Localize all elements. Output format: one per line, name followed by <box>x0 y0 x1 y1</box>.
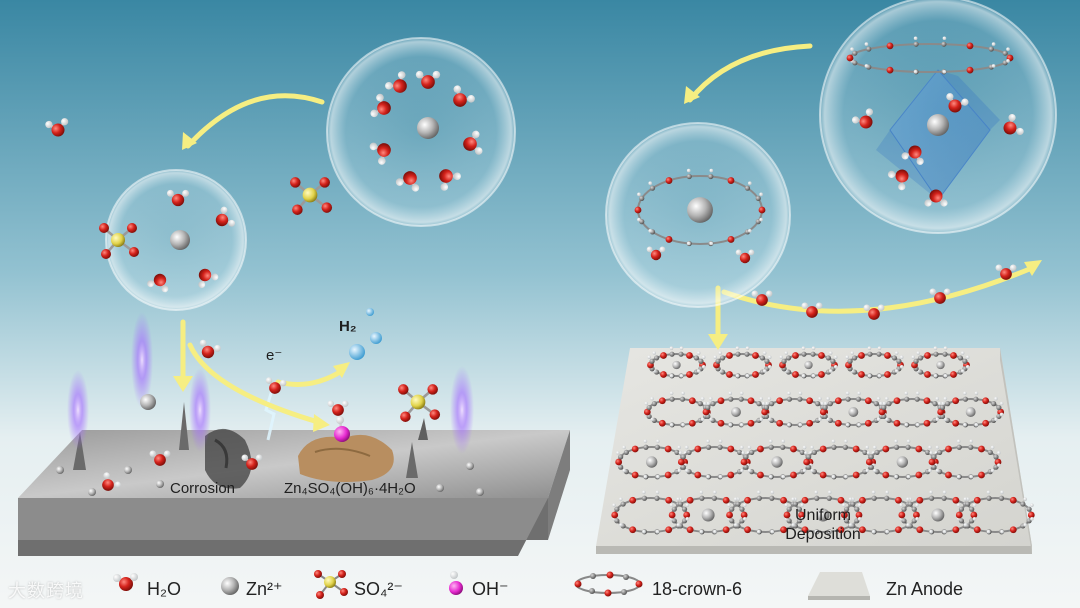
zinc-ion <box>417 117 439 139</box>
legend-label-oh: OH⁻ <box>472 579 509 600</box>
legend-label-so4: SO₄²⁻ <box>354 579 403 600</box>
water-molecule-icon <box>113 573 138 591</box>
legend-label-anode: Zn Anode <box>886 579 963 600</box>
uniform-deposition-label: Uniform Deposition <box>778 506 868 544</box>
zinc-ion <box>156 480 164 488</box>
legend-label-zn: Zn²⁺ <box>246 579 283 600</box>
crown-ether-icon <box>575 572 643 597</box>
byproduct-label: Zn₄SO₄(OH)₆·4H₂O <box>284 480 416 497</box>
zinc-ion <box>140 394 156 410</box>
byproduct-flake <box>298 435 394 482</box>
zinc-ion <box>56 466 64 474</box>
legend-label-h2o: H₂O <box>147 579 181 600</box>
h2-label: H₂ <box>339 318 357 335</box>
zinc-ion <box>88 488 96 496</box>
zinc-ion-icon <box>221 577 239 595</box>
legend-label-crown: 18-crown-6 <box>652 579 742 600</box>
zn-anode-icon <box>808 572 870 600</box>
electron-label: e⁻ <box>266 346 282 364</box>
watermark: 大数跨境 <box>8 577 84 603</box>
zinc-ion <box>476 488 484 496</box>
sulfate-ion-icon <box>314 570 348 599</box>
uniform-label-line2: Deposition <box>778 525 868 544</box>
uniform-label-line1: Uniform <box>778 506 868 525</box>
zinc-ion <box>170 230 190 250</box>
hydroxide-ion-icon <box>449 571 463 595</box>
zinc-ion <box>927 114 949 136</box>
zinc-ion <box>124 466 132 474</box>
zinc-ion <box>436 484 444 492</box>
corrosion-label: Corrosion <box>170 480 235 497</box>
zinc-ion <box>466 462 474 470</box>
